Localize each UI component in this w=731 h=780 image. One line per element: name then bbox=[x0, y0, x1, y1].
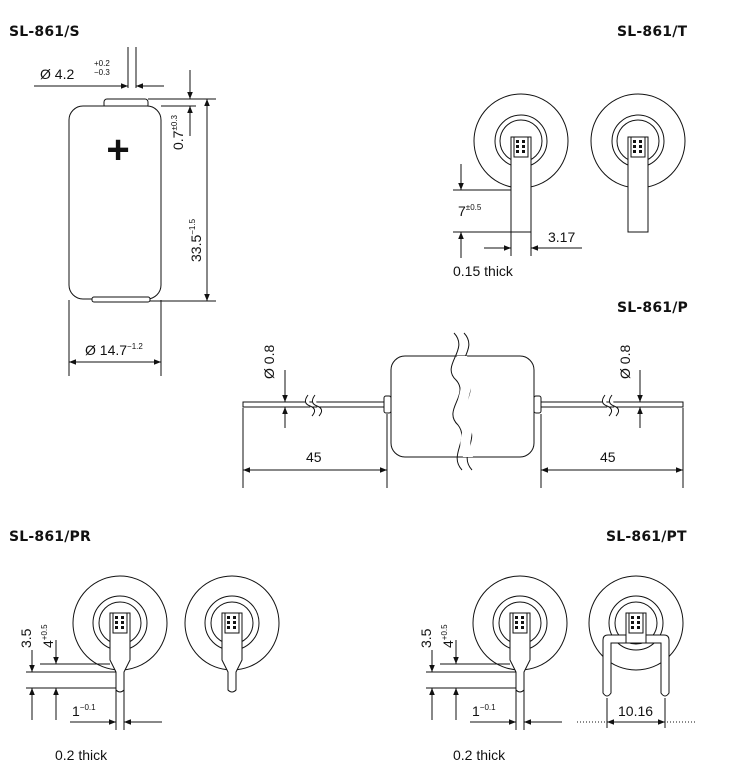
p-body-break-a bbox=[450, 332, 463, 471]
p-weld-left bbox=[383, 395, 392, 414]
pr-pin-left-weld bbox=[112, 612, 128, 634]
p-wire-left-break-a bbox=[304, 394, 316, 417]
pr-pin-right-weld bbox=[224, 612, 240, 634]
pt-dim-a-label: 3.5 bbox=[418, 628, 434, 648]
pr-dim-b-label: 4+0.5 bbox=[40, 624, 56, 648]
p-weld-right bbox=[533, 395, 542, 414]
t-tab-left-weld-dots bbox=[516, 140, 525, 153]
sl-861-t-view: 7±0.5 3.17 0.15 thick bbox=[453, 93, 686, 279]
s-cap-height-label: 0.7±0.3 bbox=[170, 114, 186, 150]
t-tab-width-label: 3.17 bbox=[548, 229, 575, 245]
p-wire-right-break-b bbox=[608, 394, 620, 417]
title-sl-861-s: SL-861/S bbox=[9, 24, 80, 40]
s-dia-top-label: Ø 4.2 bbox=[40, 66, 74, 82]
s-length-label: 33.5−1.5 bbox=[188, 218, 204, 262]
sl-861-pt-view: 3.5 4+0.5 1−0.1 10.16 0.2 thick bbox=[418, 575, 697, 763]
pt-pin-left-weld bbox=[512, 612, 528, 634]
t-tab-left-weld bbox=[513, 136, 529, 158]
p-wire-dia-right-label: Ø 0.8 bbox=[617, 345, 633, 379]
p-lead-left-label: 45 bbox=[306, 449, 322, 465]
pt-bracket-weld-dots bbox=[631, 616, 640, 629]
pr-pin-right-weld-dots bbox=[227, 616, 236, 629]
t-thickness-label: 0.15 thick bbox=[453, 263, 514, 279]
t-tab-right-weld bbox=[630, 136, 646, 158]
title-sl-861-pt: SL-861/PT bbox=[606, 529, 687, 545]
pt-pin-left-weld-dots bbox=[515, 616, 524, 629]
pt-bracket-weld bbox=[628, 612, 644, 634]
sl-861-s-view: + Ø 4.2 +0.2 −0.3 0.7±0.3 33.5−1.5 Ø 14.… bbox=[34, 47, 216, 376]
pt-pin-width-label: 1−0.1 bbox=[472, 703, 496, 719]
p-wire-dia-left-label: Ø 0.8 bbox=[261, 345, 277, 379]
pr-dim-a-label: 3.5 bbox=[18, 628, 34, 648]
title-sl-861-p: SL-861/P bbox=[617, 300, 689, 316]
pr-thickness-label: 0.2 thick bbox=[55, 747, 108, 763]
s-bottom-cap bbox=[91, 296, 151, 303]
pt-cell-right-terminal bbox=[614, 601, 658, 645]
title-sl-861-t: SL-861/T bbox=[617, 24, 688, 40]
s-dia-top-tol-plus: +0.2 bbox=[94, 59, 110, 68]
s-dia-top-tol-minus: −0.3 bbox=[94, 68, 110, 77]
pt-dim-b-label: 4+0.5 bbox=[440, 624, 456, 648]
pt-thickness-label: 0.2 thick bbox=[453, 747, 506, 763]
pr-pin-width-label: 1−0.1 bbox=[72, 703, 96, 719]
title-sl-861-pr: SL-861/PR bbox=[9, 529, 91, 545]
t-tab-length-label: 7±0.5 bbox=[458, 203, 482, 219]
pt-u-bracket bbox=[602, 634, 670, 697]
p-lead-right-label: 45 bbox=[600, 449, 616, 465]
p-wire-left-break-b bbox=[311, 394, 323, 417]
sl-861-pr-view: 3.5 4+0.5 1−0.1 0.2 thick bbox=[18, 575, 280, 763]
pr-pin-left-weld-dots bbox=[115, 616, 124, 629]
s-dia-body-label: Ø 14.7−1.2 bbox=[85, 342, 143, 358]
sl-861-p-view: Ø 0.8 Ø 0.8 45 45 bbox=[242, 332, 684, 488]
p-body-break-gap bbox=[456, 356, 474, 457]
t-tab-right-weld-dots bbox=[633, 140, 642, 153]
s-plus-symbol: + bbox=[106, 128, 129, 172]
p-wire-right-break-a bbox=[601, 394, 613, 417]
pt-cell-right-inner bbox=[608, 595, 664, 651]
pt-spacing-label: 10.16 bbox=[618, 703, 653, 719]
